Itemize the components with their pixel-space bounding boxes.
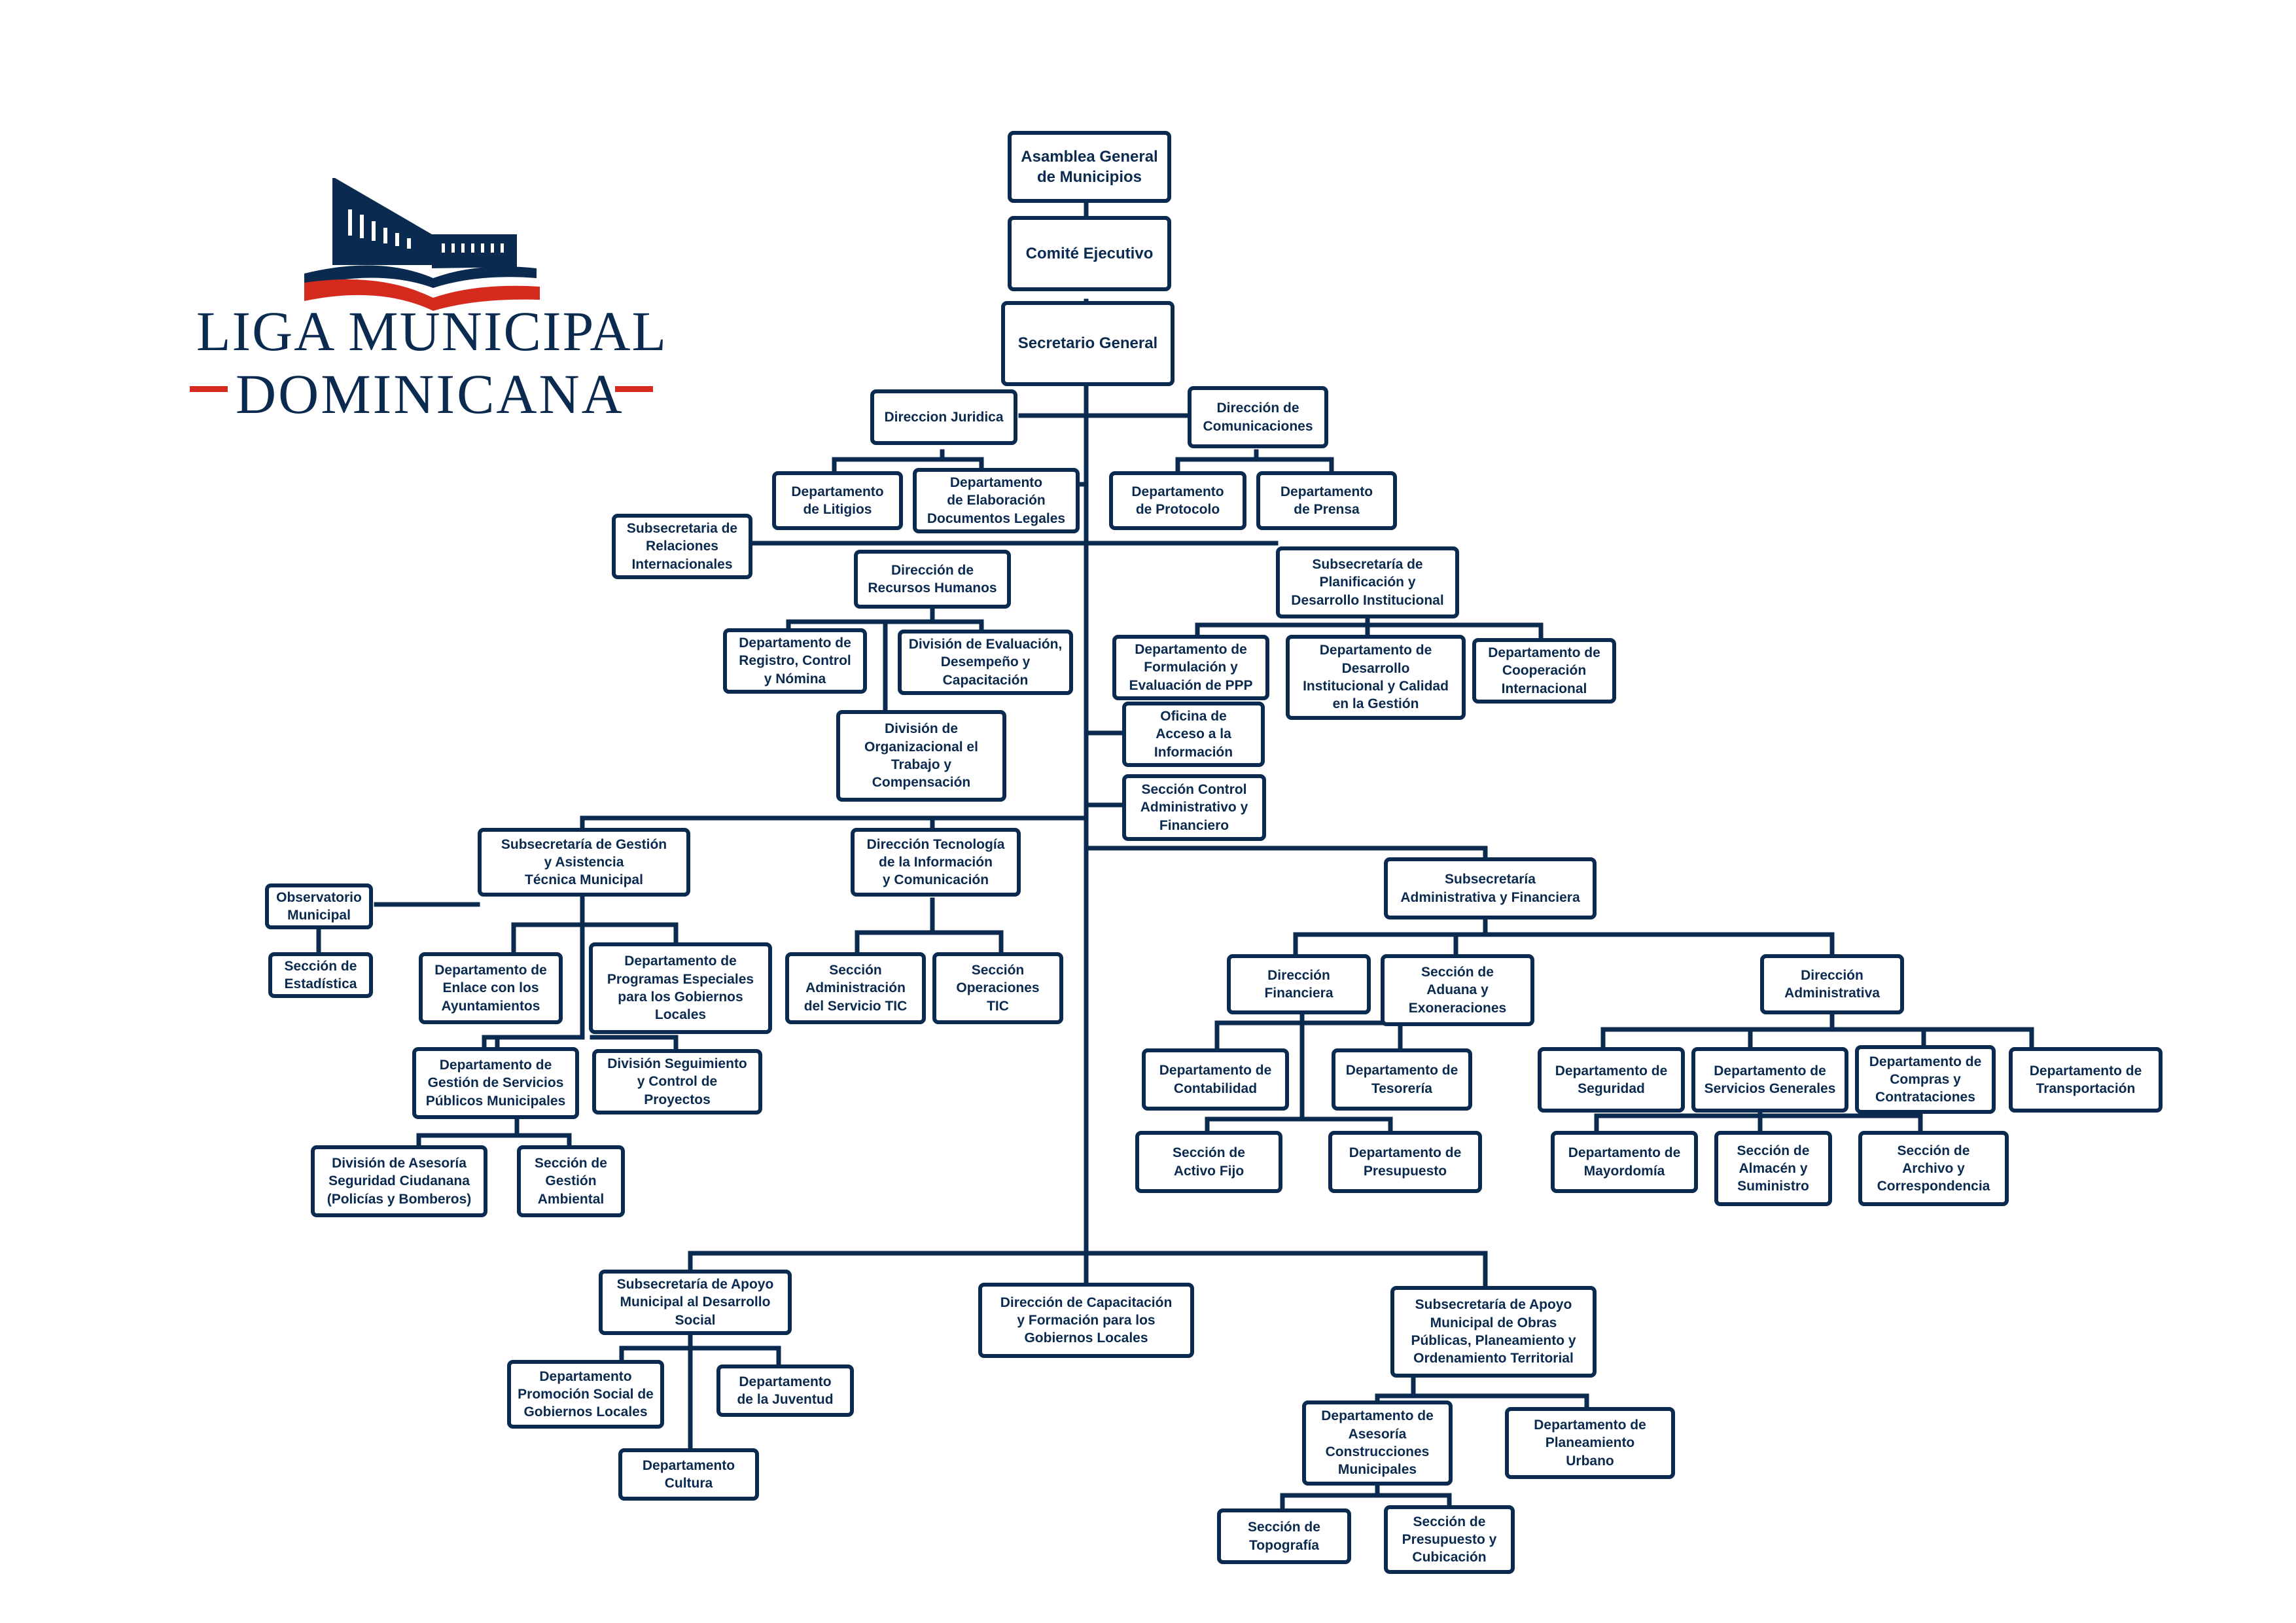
box-sub-planificacion: Subsecretaría de Planificación y Desarro… bbox=[1276, 546, 1459, 618]
box-comite: Comité Ejecutivo bbox=[1008, 216, 1171, 291]
box-sec-activo-fijo: Sección de Activo Fijo bbox=[1135, 1131, 1282, 1193]
box-dep-promocion-social: Departamento Promoción Social de Gobiern… bbox=[507, 1360, 664, 1429]
box-dir-administrativa: Dirección Administrativa bbox=[1760, 954, 1904, 1014]
box-dep-desarrollo-inst: Departamento de Desarrollo Institucional… bbox=[1286, 635, 1466, 720]
box-sec-aduana: Sección de Aduana y Exoneraciones bbox=[1381, 954, 1534, 1026]
box-dep-registro: Departamento de Registro, Control y Nómi… bbox=[723, 628, 867, 694]
box-seccion-control: Sección Control Administrativo y Financi… bbox=[1122, 774, 1266, 841]
box-dep-elaboracion: Departamento de Elaboración Documentos L… bbox=[913, 468, 1080, 533]
box-div-seguimiento: División Seguimiento y Control de Proyec… bbox=[592, 1049, 762, 1115]
logo-text-line2: DOMINICANA bbox=[236, 363, 624, 425]
box-dir-juridica: Direccion Juridica bbox=[870, 389, 1017, 445]
box-observatorio: Observatorio Municipal bbox=[265, 883, 373, 929]
box-sub-relaciones: Subsecretaria de Relaciones Internaciona… bbox=[612, 514, 752, 579]
logo-text-line1: LIGA MUNICIPAL bbox=[196, 300, 668, 363]
box-sec-archivo: Sección de Archivo y Correspondencia bbox=[1858, 1131, 2009, 1206]
box-div-asesoria-seguridad: División de Asesoría Seguridad Ciudanana… bbox=[311, 1145, 487, 1217]
box-dep-compras: Departamento de Compras y Contrataciones bbox=[1855, 1045, 1996, 1114]
box-sub-gestion: Subsecretaría de Gestión y Asistencia Té… bbox=[478, 828, 690, 897]
box-sec-presupuesto-cubicacion: Sección de Presupuesto y Cubicación bbox=[1384, 1505, 1515, 1574]
box-sec-admin-tic: Sección Administración del Servicio TIC bbox=[785, 952, 926, 1024]
box-dep-cooperacion: Departamento de Cooperación Internaciona… bbox=[1472, 638, 1616, 704]
box-sec-estadistica: Sección de Estadística bbox=[268, 952, 373, 998]
box-dir-comunicaciones: Dirección de Comunicaciones bbox=[1188, 386, 1328, 448]
box-dep-juventud: Departamento de la Juventud bbox=[716, 1364, 854, 1417]
box-dep-servicios-generales: Departamento de Servicios Generales bbox=[1691, 1047, 1848, 1113]
box-div-organizacional: División de Organizacional el Trabajo y … bbox=[836, 710, 1006, 802]
box-dir-rrhh: Dirección de Recursos Humanos bbox=[854, 550, 1011, 609]
box-sec-topografia: Sección de Topografía bbox=[1217, 1508, 1351, 1564]
box-dep-mayordomia: Departamento de Mayordomía bbox=[1551, 1131, 1698, 1193]
box-sec-almacen: Sección de Almacén y Suministro bbox=[1714, 1131, 1832, 1206]
box-dep-cultura: Departamento Cultura bbox=[618, 1448, 759, 1501]
box-dir-tic: Dirección Tecnología de la Información y… bbox=[851, 828, 1021, 897]
box-dep-transportacion: Departamento de Transportación bbox=[2009, 1047, 2163, 1113]
box-dep-enlace: Departamento de Enlace con los Ayuntamie… bbox=[419, 952, 563, 1024]
box-asamblea: Asamblea General de Municipios bbox=[1008, 131, 1171, 203]
liga-municipal-logo-icon bbox=[190, 178, 653, 392]
box-dir-capacitacion: Dirección de Capacitación y Formación pa… bbox=[978, 1283, 1194, 1358]
box-dep-programas: Departamento de Programas Especiales par… bbox=[589, 942, 772, 1034]
box-dep-presupuesto: Departamento de Presupuesto bbox=[1328, 1131, 1482, 1193]
box-sec-operaciones-tic: Sección Operaciones TIC bbox=[932, 952, 1063, 1024]
box-dep-formulacion: Departamento de Formulación y Evaluación… bbox=[1112, 635, 1269, 700]
box-sub-obras-publicas: Subsecretaría de Apoyo Municipal de Obra… bbox=[1390, 1286, 1597, 1378]
box-dep-prensa: Departamento de Prensa bbox=[1256, 471, 1397, 530]
box-secretario: Secretario General bbox=[1001, 301, 1174, 386]
box-oficina-acceso: Oficina de Acceso a la Información bbox=[1122, 702, 1265, 767]
box-dep-protocolo: Departamento de Protocolo bbox=[1109, 471, 1246, 530]
box-dir-financiera: Dirección Financiera bbox=[1227, 954, 1371, 1014]
box-sub-desarrollo-social: Subsecretaría de Apoyo Municipal al Desa… bbox=[599, 1270, 792, 1335]
box-dep-litigios: Departamento de Litigios bbox=[772, 471, 903, 530]
box-div-evaluacion: División de Evaluación, Desempeño y Capa… bbox=[898, 630, 1073, 695]
box-dep-contabilidad: Departamento de Contabilidad bbox=[1142, 1048, 1289, 1111]
box-dep-asesoria-construcciones: Departamento de Asesoría Construcciones … bbox=[1302, 1400, 1453, 1486]
box-dep-seguridad: Departamento de Seguridad bbox=[1538, 1047, 1685, 1113]
box-dep-planeamiento: Departamento de Planeamiento Urbano bbox=[1505, 1407, 1675, 1479]
box-dep-tesoreria: Departamento de Tesorería bbox=[1332, 1048, 1472, 1111]
box-sub-admin-fin: Subsecretaría Administrativa y Financier… bbox=[1384, 857, 1597, 919]
box-dep-servicios-publicos: Departamento de Gestión de Servicios Púb… bbox=[412, 1047, 579, 1119]
box-sec-gestion-ambiental: Sección de Gestión Ambiental bbox=[517, 1145, 625, 1217]
